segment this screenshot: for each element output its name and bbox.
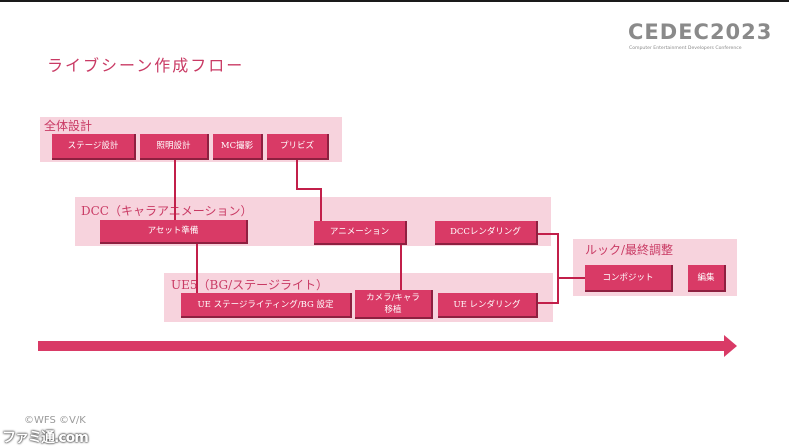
famitsu-watermark: ファミ通.com	[2, 430, 89, 446]
line-previs-to-animation	[296, 158, 322, 222]
box-asset-prep: アセット準備	[100, 220, 248, 244]
box-stage-design: ステージ設計	[52, 134, 136, 160]
box-animation: アニメーション	[314, 221, 407, 245]
camera-chara-line2: 移植	[384, 304, 402, 315]
box-dcc-rendering: DCCレンダリング	[435, 221, 538, 245]
group-label-dcc: DCC（キャラアニメーション）	[81, 204, 253, 218]
group-label-ue5: UE5（BG/ステージライト）	[171, 278, 328, 292]
box-lighting-design: 照明設計	[140, 134, 209, 160]
slide-title: ライブシーン作成フロー	[47, 56, 245, 75]
timeline-arrow	[38, 335, 737, 357]
group-label-zentai: 全体設計	[44, 119, 93, 133]
camera-chara-line1: カメラ/キャラ	[366, 292, 420, 303]
line-dcc-render-to-composite	[536, 233, 587, 279]
box-editing: 編集	[688, 265, 726, 292]
line-ue-render-to-composite	[536, 278, 559, 304]
cedec-logo: CEDEC2023 Computer Entertainment Develop…	[628, 20, 771, 54]
box-mc-shooting: MC撮影	[213, 134, 263, 160]
box-camera-chara-port: カメラ/キャラ 移植	[355, 290, 433, 319]
group-label-look: ルック/最終調整	[585, 243, 674, 257]
logo-main-text: CEDEC2023	[628, 20, 773, 44]
logo-sub-text: Computer Entertainment Developers Confer…	[629, 46, 742, 51]
box-previs: プリビズ	[267, 134, 329, 160]
box-ue-rendering: UE レンダリング	[438, 293, 538, 318]
top-border-line	[0, 0, 789, 2]
box-ue-stage-lighting: UE ステージライティング/BG 設定	[181, 293, 352, 318]
box-composite: コンポジット	[585, 265, 673, 292]
copyright-footer: ©WFS ©V/K	[24, 415, 86, 426]
